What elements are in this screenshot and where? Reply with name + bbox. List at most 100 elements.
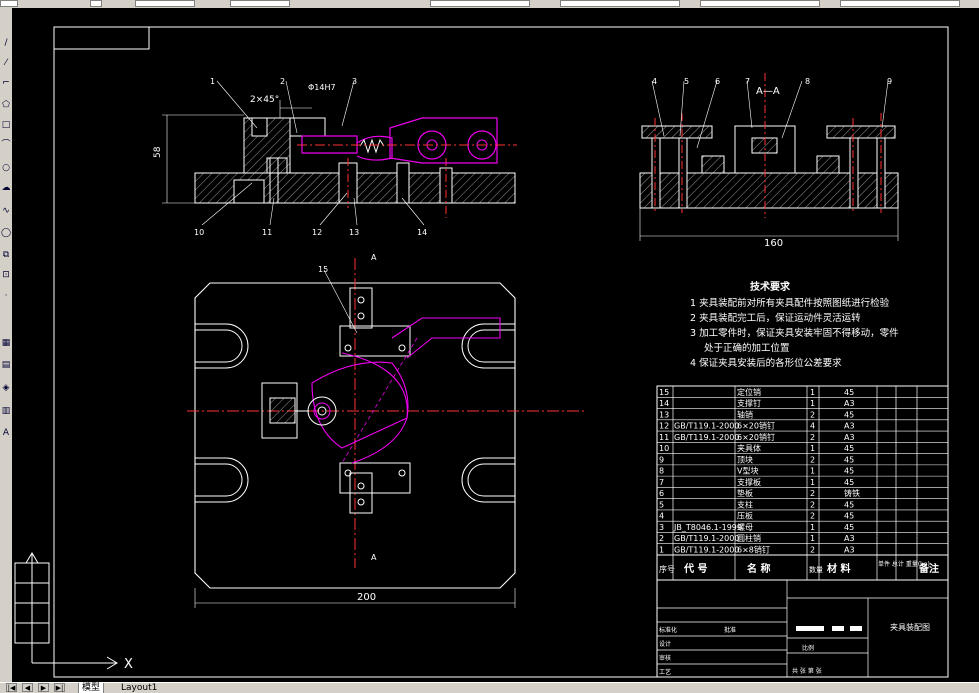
tb-craft: 工艺 bbox=[659, 668, 671, 676]
sheet-border bbox=[53, 26, 949, 678]
tb-check: 审核 bbox=[659, 654, 671, 662]
region-tool-icon[interactable]: ◈ bbox=[2, 383, 10, 393]
tb-sheet: 共 张 第 张 bbox=[792, 667, 822, 675]
toolbar-field[interactable] bbox=[700, 0, 820, 7]
polygon-tool-icon[interactable]: ⬠ bbox=[2, 100, 10, 110]
sheet-corner-box bbox=[53, 26, 150, 50]
gradient-tool-icon[interactable]: ▤ bbox=[1, 360, 11, 370]
callout-3: 3 bbox=[352, 77, 357, 86]
tech-requirements: 技术要求 1 夹具装配前对所有夹具配件按照图纸进行检验 2 夹具装配完工后，保证… bbox=[690, 280, 899, 369]
bom-cell-qty: 1 bbox=[810, 399, 815, 408]
bom-header-name: 名 称 bbox=[747, 562, 770, 575]
bom-cell-qty: 2 bbox=[810, 410, 815, 419]
tb-scale: 比例 bbox=[802, 644, 814, 652]
callout-8: 8 bbox=[805, 77, 810, 86]
ucs-icon: X bbox=[14, 552, 133, 672]
bom-cell-no: 8 bbox=[659, 467, 664, 476]
bom-cell-name: 轴销 bbox=[737, 409, 753, 419]
tb-approve: 批准 bbox=[724, 626, 736, 634]
point-tool-icon[interactable]: · bbox=[4, 291, 8, 301]
toolbar-field[interactable] bbox=[90, 0, 102, 7]
bom-cell-material: 45 bbox=[844, 455, 854, 464]
tb-standard: 标准化 bbox=[659, 626, 677, 634]
bom-cell-qty: 1 bbox=[810, 388, 815, 397]
toolbar-field[interactable] bbox=[840, 0, 960, 7]
bom-cell-no: 1 bbox=[659, 546, 664, 555]
first-tab-button[interactable]: |◀ bbox=[6, 683, 17, 692]
toolbar-field[interactable] bbox=[0, 0, 18, 7]
tech-req-4: 4 保证夹具安装后的各形位公差要求 bbox=[690, 357, 842, 369]
callout-6: 6 bbox=[715, 77, 720, 86]
construction-line-tool-icon[interactable]: ⁄ bbox=[5, 58, 7, 68]
bom-cell-qty: 2 bbox=[810, 433, 815, 442]
toolbar-field[interactable] bbox=[135, 0, 195, 7]
prev-tab-button[interactable]: ◀ bbox=[22, 683, 33, 692]
make-block-icon[interactable]: ⊡ bbox=[2, 270, 10, 280]
bom-cell-material: 45 bbox=[844, 467, 854, 476]
drawing-canvas[interactable]: 58 2×45° Φ14H7 1 2 3 10 11 12 13 14 bbox=[12, 8, 979, 682]
next-tab-button[interactable]: ▶ bbox=[38, 683, 49, 692]
bom-cell-code: GB/T119.1-2000 bbox=[674, 534, 739, 543]
spline-tool-icon[interactable]: ∿ bbox=[2, 206, 10, 216]
last-tab-button[interactable]: ▶| bbox=[54, 683, 65, 692]
polyline-tool-icon[interactable]: ⌐ bbox=[2, 78, 10, 88]
mtext-tool-icon[interactable]: A bbox=[2, 428, 10, 438]
toolbar-field[interactable] bbox=[230, 0, 290, 7]
bom-cell-code: GB/T119.1-2000 bbox=[674, 422, 739, 431]
bom-cell-material: 45 bbox=[844, 523, 854, 532]
bom-cell-no: 2 bbox=[659, 534, 664, 543]
bom-cell-name: 6×8销钉 bbox=[737, 545, 770, 555]
hatch-tool-icon[interactable]: ▦ bbox=[1, 338, 11, 348]
dim-width-side: 160 bbox=[764, 238, 783, 249]
bom-cell-qty: 2 bbox=[810, 489, 815, 498]
bom-cell-material: A3 bbox=[844, 546, 855, 555]
bom-cell-qty: 2 bbox=[810, 512, 815, 521]
bom-cell-qty: 2 bbox=[810, 546, 815, 555]
bom-cell-name: 压板 bbox=[737, 511, 753, 521]
callout-13: 13 bbox=[349, 228, 359, 237]
section-label: A—A bbox=[756, 86, 780, 97]
tech-req-1: 1 夹具装配前对所有夹具配件按照图纸进行检验 bbox=[690, 297, 890, 309]
toolbar-field[interactable] bbox=[560, 0, 680, 7]
section-mark-bottom: A bbox=[371, 553, 377, 562]
top-view: A A 15 200 bbox=[187, 253, 587, 608]
callout-7: 7 bbox=[745, 77, 750, 86]
bom-cell-name: 支柱 bbox=[737, 499, 753, 509]
dim-height-front: 58 bbox=[153, 146, 163, 158]
ellipse-tool-icon[interactable]: ◯ bbox=[1, 228, 12, 238]
bom-cell-no: 10 bbox=[659, 444, 669, 453]
dim-chamfer: 2×45° bbox=[250, 95, 279, 105]
bom-header-no: 序号 bbox=[659, 564, 675, 574]
toolbar-field[interactable] bbox=[430, 0, 530, 7]
bom-cell-code: GB/T119.1-2000 bbox=[674, 546, 739, 555]
rectangle-tool-icon[interactable]: □ bbox=[1, 120, 11, 130]
bom-cell-qty: 1 bbox=[810, 467, 815, 476]
bom-cell-material: 45 bbox=[844, 410, 854, 419]
callout-11: 11 bbox=[262, 228, 272, 237]
bom-cell-no: 14 bbox=[659, 399, 669, 408]
bom-cell-qty: 4 bbox=[810, 422, 815, 431]
line-tool-icon[interactable]: / bbox=[4, 38, 8, 48]
circle-tool-icon[interactable]: ○ bbox=[2, 163, 10, 173]
bom-cell-name: 6×20销钉 bbox=[737, 432, 775, 442]
bom-cell-name: 螺母 bbox=[737, 522, 753, 532]
callout-5: 5 bbox=[684, 77, 689, 86]
cloud-tool-icon[interactable]: ☁ bbox=[1, 183, 11, 193]
bom-cell-material: A3 bbox=[844, 422, 855, 431]
bom-header-weight: 单件 总计 重量(kg) bbox=[878, 560, 930, 568]
arc-tool-icon[interactable]: ⌒ bbox=[1, 140, 11, 150]
ucs-x-label: X bbox=[124, 657, 133, 672]
drawing-name: 夹具装配图 bbox=[890, 622, 930, 632]
dim-width-top: 200 bbox=[357, 592, 376, 603]
bom-cell-material: 45 bbox=[844, 388, 854, 397]
tab-layout1[interactable]: Layout1 bbox=[121, 683, 158, 693]
bom-cell-qty: 1 bbox=[810, 523, 815, 532]
drawing-svg: 58 2×45° Φ14H7 1 2 3 10 11 12 13 14 bbox=[14, 26, 949, 678]
bom-cell-name: V型块 bbox=[737, 466, 758, 476]
table-tool-icon[interactable]: ▥ bbox=[1, 406, 11, 416]
bom-header-qty: 数量 bbox=[809, 565, 823, 574]
bom-cell-name: 垫板 bbox=[737, 488, 753, 498]
insert-block-icon[interactable]: ⧉ bbox=[2, 250, 10, 260]
tab-model[interactable]: 模型 bbox=[78, 683, 105, 693]
callout-15: 15 bbox=[318, 265, 328, 274]
